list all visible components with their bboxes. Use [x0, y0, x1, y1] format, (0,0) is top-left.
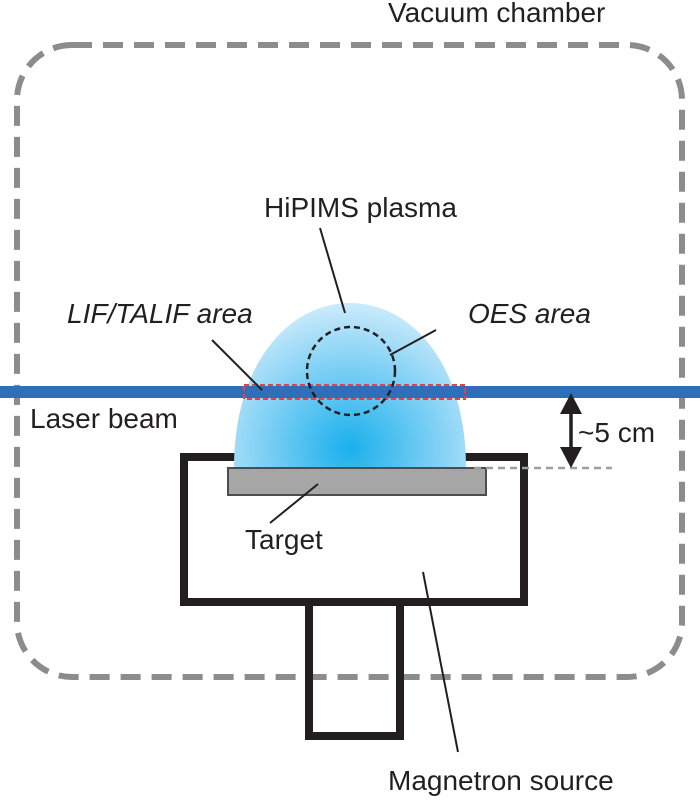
- distance-arrow-down-head: [560, 447, 582, 468]
- oes-area-leader: [389, 329, 437, 356]
- lif-area-leader: [211, 339, 263, 391]
- magnetron-stem: [305, 598, 404, 740]
- vacuum-chamber-label: Vacuum chamber: [388, 0, 605, 28]
- distance-label: ~5 cm: [578, 417, 655, 448]
- laser-beam-label: Laser beam: [30, 403, 178, 434]
- magnetron-source-label: Magnetron source: [388, 765, 614, 796]
- lif-talif-area-box: [243, 384, 466, 400]
- vacuum-chamber-outline: [14, 42, 685, 680]
- oes-area-circle: [305, 325, 397, 417]
- magnetron-leader: [422, 571, 459, 753]
- target-label: Target: [245, 524, 323, 555]
- hipims-plasma-label: HiPIMS plasma: [264, 192, 457, 223]
- oes-area-label: OES area: [468, 298, 591, 329]
- laser-beam: [0, 386, 700, 398]
- distance-arrow-up-head: [560, 393, 582, 414]
- hipims-plasma-leader: [319, 227, 346, 314]
- target-leader: [269, 483, 319, 524]
- target-plate: [227, 467, 487, 496]
- lif-talif-area-label: LIF/TALIF area: [67, 298, 253, 329]
